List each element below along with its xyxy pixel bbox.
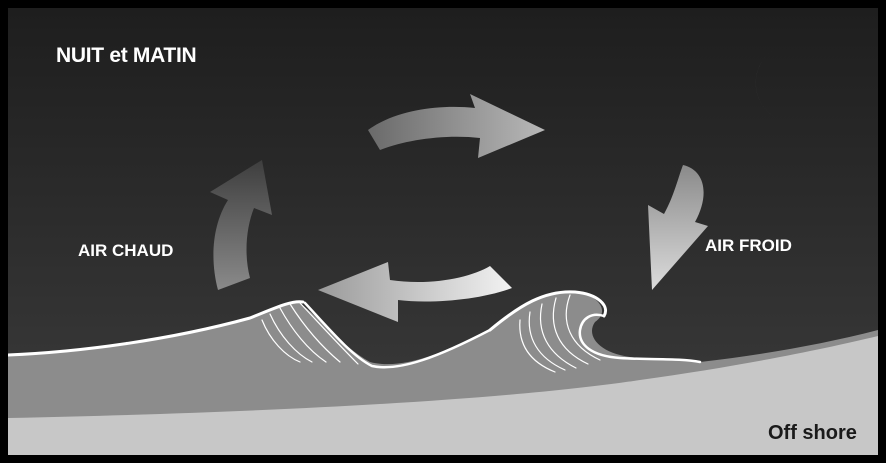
diagram-title: NUIT et MATIN bbox=[56, 44, 196, 68]
warm-air-label: AIR CHAUD bbox=[78, 241, 173, 261]
wind-direction-label: Off shore bbox=[768, 422, 857, 445]
cold-air-label: AIR FROID bbox=[705, 236, 792, 256]
